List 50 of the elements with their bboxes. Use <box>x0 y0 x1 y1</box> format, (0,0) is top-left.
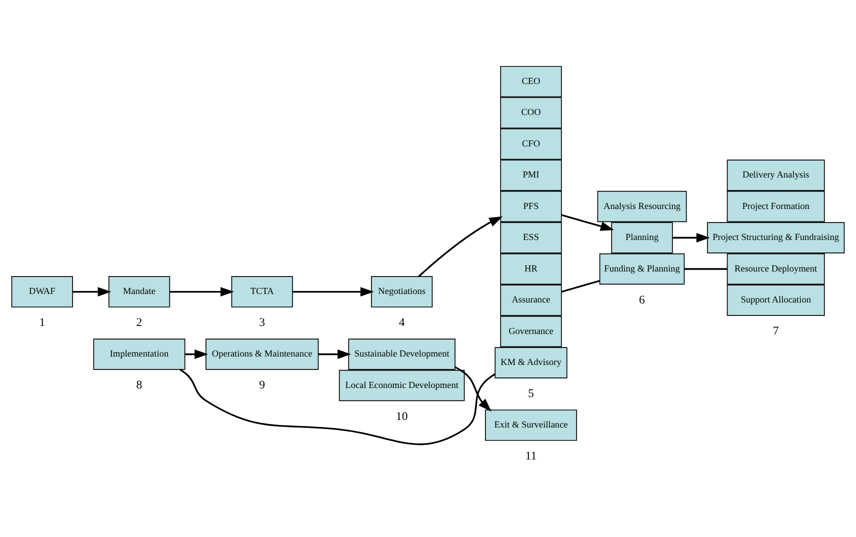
node-box: Support Allocation <box>726 284 825 316</box>
node-box: Operations & Maintenance <box>206 338 319 370</box>
node-box: Sustainable Development <box>348 338 456 370</box>
label: 11 <box>525 448 537 462</box>
label: 1 <box>39 314 46 329</box>
arrow <box>318 349 352 358</box>
node-box: COO <box>500 96 562 128</box>
node-box: Exit & Surveillance <box>484 409 578 440</box>
node-box: Funding & Planning <box>599 252 685 284</box>
connector <box>180 368 496 445</box>
arrow <box>170 286 234 296</box>
node-box: Resource Deployment <box>726 252 825 284</box>
node-box: PMI <box>500 159 562 190</box>
arrow <box>292 286 374 296</box>
node-box: Delivery Analysis <box>726 159 825 190</box>
label: 7 <box>772 323 779 338</box>
node-box: Analysis Resourcing <box>597 190 687 222</box>
arrow <box>672 232 710 242</box>
connector <box>561 280 600 292</box>
node-box: Implementation <box>93 338 186 370</box>
node-box: Assurance <box>500 284 562 316</box>
label: 6 <box>639 292 645 306</box>
node-box: Planning <box>611 222 673 253</box>
node-box: Governance <box>500 315 562 347</box>
label: 5 <box>528 386 534 400</box>
label: 8 <box>136 377 142 392</box>
label: 4 <box>398 314 405 329</box>
node-box: CFO <box>500 128 562 160</box>
node-box: Project Formation <box>726 190 825 222</box>
label: 9 <box>259 377 266 392</box>
node-box: Project Structuring & Fundraising <box>707 222 845 253</box>
arrow <box>184 349 208 358</box>
arrow <box>561 214 614 230</box>
label: 3 <box>259 314 266 329</box>
label: 2 <box>136 314 142 329</box>
node-box: KM & Advisory <box>494 346 568 378</box>
node-box: Mandate <box>108 276 170 307</box>
arrow <box>72 286 112 296</box>
arrow <box>454 366 492 412</box>
node-box: Local Economic Development <box>338 369 465 401</box>
connector <box>684 268 728 270</box>
node-box: Negotiations <box>371 276 433 307</box>
node-box: HR <box>500 252 562 284</box>
node-box: TCTA <box>231 276 293 307</box>
node-box: PFS <box>500 190 562 222</box>
node-box: DWAF <box>11 276 73 307</box>
node-box: ESS <box>500 222 562 253</box>
node-box: CEO <box>500 65 562 97</box>
label: 10 <box>396 408 408 422</box>
arrow <box>418 216 503 277</box>
